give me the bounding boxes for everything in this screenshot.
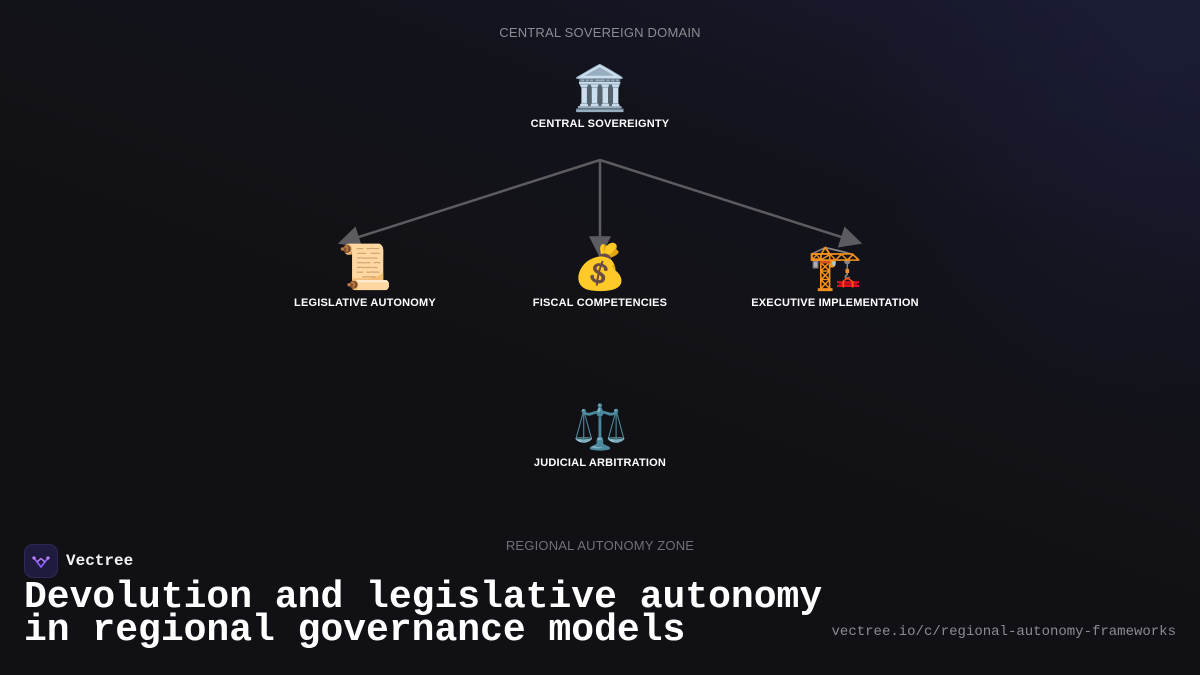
page-title: Devolution and legislative autonomy in r… bbox=[24, 576, 823, 652]
node-label-fiscal-competencies: FISCAL COMPETENCIES bbox=[532, 297, 668, 309]
zone-label-central: CENTRAL SOVEREIGN DOMAIN bbox=[499, 25, 701, 40]
node-executive-implementation: 🏗️ EXECUTIVE IMPLEMENTATION bbox=[715, 243, 955, 309]
brand-name: Vectree bbox=[66, 552, 134, 570]
zone-label-regional: REGIONAL AUTONOMY ZONE bbox=[505, 538, 695, 553]
balance-scale-icon: ⚖️ bbox=[572, 403, 628, 452]
classical-building-icon: 🏛️ bbox=[572, 64, 628, 113]
node-label-central-sovereignty: CENTRAL SOVEREIGNTY bbox=[530, 118, 670, 130]
edge-central-to-legislative bbox=[337, 158, 601, 248]
brand: Vectree bbox=[24, 544, 133, 578]
money-bag-icon: 💰 bbox=[572, 243, 628, 292]
node-label-judicial-arbitration: JUDICIAL ARBITRATION bbox=[533, 457, 667, 469]
node-central-sovereignty: 🏛️ CENTRAL SOVEREIGNTY bbox=[480, 64, 720, 130]
node-fiscal-competencies: 💰 FISCAL COMPETENCIES bbox=[480, 243, 720, 309]
node-label-executive-implementation: EXECUTIVE IMPLEMENTATION bbox=[751, 297, 919, 309]
edge-central-to-executive bbox=[599, 158, 863, 248]
node-judicial-arbitration: ⚖️ JUDICIAL ARBITRATION bbox=[480, 403, 720, 469]
construction-crane-icon: 🏗️ bbox=[807, 243, 863, 292]
source-url-link[interactable]: vectree.io/c/regional-autonomy-framework… bbox=[831, 624, 1176, 640]
scroll-icon: 📜 bbox=[337, 243, 393, 292]
page-title-line-2: in regional governance models bbox=[24, 609, 686, 652]
node-label-legislative-autonomy: LEGISLATIVE AUTONOMY bbox=[294, 297, 436, 309]
page-title-line-1: Devolution and legislative autonomy bbox=[24, 576, 823, 619]
vectree-logo-icon bbox=[24, 544, 58, 578]
node-legislative-autonomy: 📜 LEGISLATIVE AUTONOMY bbox=[245, 243, 485, 309]
